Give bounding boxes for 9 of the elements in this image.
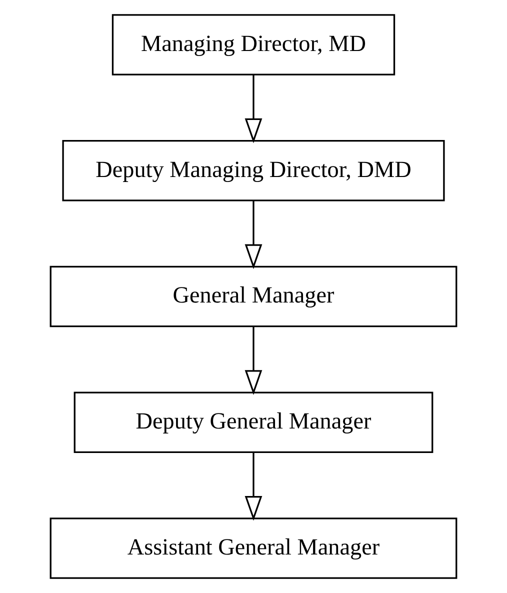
node-box: Managing Director, MD — [112, 14, 396, 76]
node-box: Assistant General Manager — [50, 518, 458, 579]
arrow — [244, 74, 262, 144]
node-box: General Manager — [50, 266, 458, 328]
arrow — [244, 452, 262, 521]
arrow — [244, 200, 262, 270]
node-box: Deputy General Manager — [74, 392, 434, 453]
node-box: Deputy Managing Director, DMD — [62, 140, 445, 202]
arrow — [244, 326, 262, 395]
